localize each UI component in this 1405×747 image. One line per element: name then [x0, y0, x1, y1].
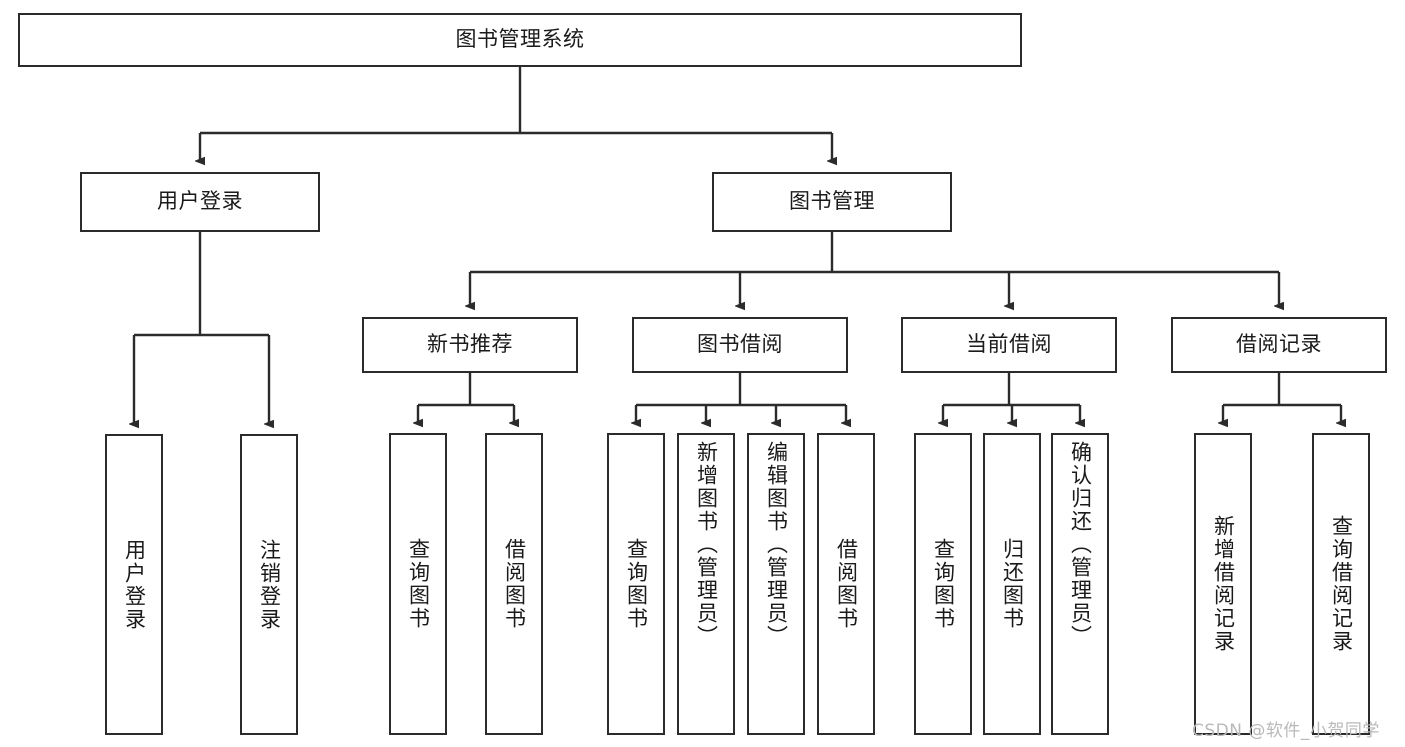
node-leaf-add-book[interactable]: 新增图书（管理员）: [677, 433, 735, 735]
node-book-manage-label: 图书管理: [789, 189, 875, 214]
node-user-login[interactable]: 用户登录: [80, 172, 320, 232]
node-leaf-add-record-label: 新增借阅记录: [1211, 515, 1236, 653]
node-current-borrow-label: 当前借阅: [966, 332, 1052, 357]
node-leaf-query-record[interactable]: 查询借阅记录: [1312, 433, 1370, 735]
node-borrow-record[interactable]: 借阅记录: [1171, 317, 1387, 373]
node-leaf-edit-book-label: 编辑图书（管理员）: [764, 441, 789, 648]
node-leaf-query-record-label: 查询借阅记录: [1329, 515, 1354, 653]
node-current-borrow[interactable]: 当前借阅: [901, 317, 1117, 373]
node-leaf-logout-label: 注销登录: [257, 538, 282, 631]
watermark: CSDN @软件_小贺同学: [1192, 721, 1380, 741]
node-leaf-user-login[interactable]: 用户登录: [105, 434, 163, 735]
node-borrow-record-label: 借阅记录: [1236, 332, 1322, 357]
node-leaf-query-book-1[interactable]: 查询图书: [389, 433, 447, 735]
node-leaf-borrow-book-2[interactable]: 借阅图书: [817, 433, 875, 735]
node-leaf-return-book[interactable]: 归还图书: [983, 433, 1041, 735]
node-leaf-query-book-3[interactable]: 查询图书: [914, 433, 972, 735]
node-leaf-add-record[interactable]: 新增借阅记录: [1194, 433, 1252, 735]
node-leaf-query-book-2-label: 查询图书: [624, 538, 649, 630]
node-leaf-borrow-book-1-label: 借阅图书: [502, 538, 527, 630]
node-book-borrow[interactable]: 图书借阅: [632, 317, 848, 373]
node-leaf-add-book-label: 新增图书（管理员）: [694, 441, 719, 648]
node-root-label: 图书管理系统: [455, 27, 585, 52]
node-leaf-edit-book[interactable]: 编辑图书（管理员）: [747, 433, 805, 735]
node-leaf-query-book-2[interactable]: 查询图书: [607, 433, 665, 735]
node-new-book-rec[interactable]: 新书推荐: [362, 317, 578, 373]
node-book-manage[interactable]: 图书管理: [712, 172, 952, 232]
node-leaf-logout[interactable]: 注销登录: [240, 434, 298, 735]
node-leaf-query-book-3-label: 查询图书: [931, 538, 956, 630]
node-new-book-rec-label: 新书推荐: [427, 332, 513, 357]
node-leaf-borrow-book-1[interactable]: 借阅图书: [485, 433, 543, 735]
node-leaf-confirm-return[interactable]: 确认归还（管理员）: [1051, 433, 1109, 735]
node-user-login-label: 用户登录: [157, 189, 243, 214]
node-leaf-user-login-label: 用户登录: [122, 538, 147, 631]
node-leaf-return-book-label: 归还图书: [1000, 538, 1025, 630]
node-book-borrow-label: 图书借阅: [697, 332, 783, 357]
node-leaf-confirm-return-label: 确认归还（管理员）: [1068, 441, 1093, 648]
node-leaf-query-book-1-label: 查询图书: [406, 538, 431, 630]
node-leaf-borrow-book-2-label: 借阅图书: [834, 538, 859, 630]
node-root[interactable]: 图书管理系统: [18, 13, 1022, 67]
